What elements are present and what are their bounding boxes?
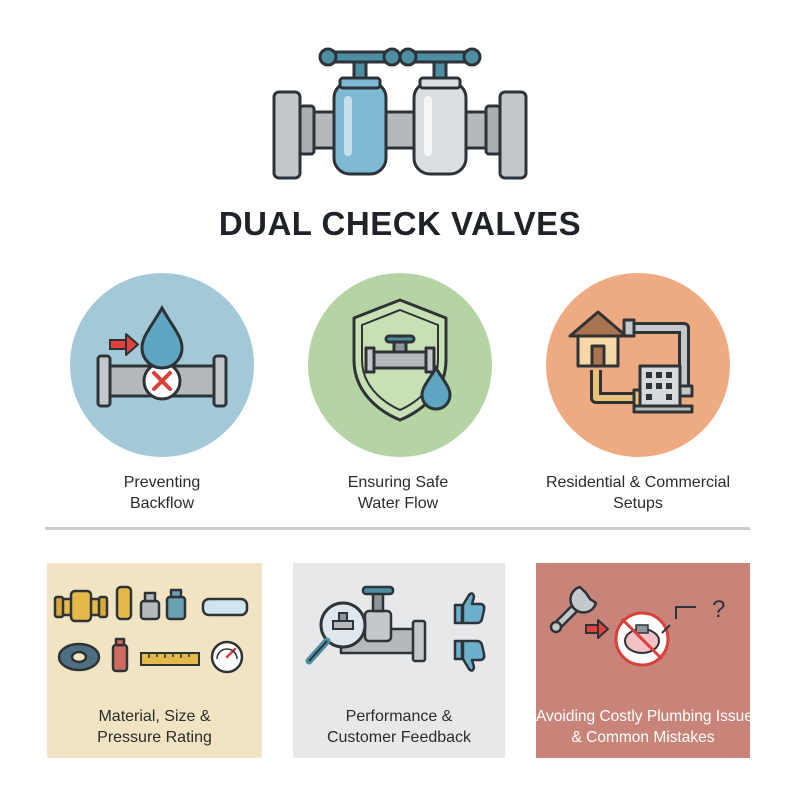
- dual-check-valve-icon: [270, 40, 530, 185]
- card-label-performance: Performance &Customer Feedback: [326, 708, 472, 746]
- card-label-material: Material, Size &Pressure Rating: [97, 708, 212, 746]
- section-divider: [45, 527, 750, 530]
- thumbs-down-icon: [453, 639, 486, 672]
- feature-backflow: [62, 270, 262, 460]
- house-icon: [568, 310, 628, 368]
- card-mistakes: ? Avoiding Costly Plumbing Issues& Commo…: [536, 563, 750, 758]
- feature-safe-flow: [300, 270, 500, 460]
- thumbs-up-icon: [453, 592, 486, 625]
- water-drop-icon: [140, 304, 184, 370]
- wrench-icon: [549, 585, 598, 634]
- page-title: DUAL CHECK VALVES: [218, 205, 582, 242]
- question-mark-icon: ?: [712, 596, 725, 623]
- backflow-arrow-icon: [109, 333, 139, 356]
- card-label-mistakes: Avoiding Costly Plumbing Issues& Common …: [536, 708, 750, 746]
- feature-residential-commercial: [538, 270, 738, 460]
- ruler-icon: [140, 652, 200, 666]
- card-performance: Performance &Customer Feedback: [293, 563, 505, 758]
- piggy-bank-icon: [614, 611, 670, 667]
- card-material: Material, Size &Pressure Rating: [47, 563, 262, 758]
- magnifier-icon: [305, 601, 367, 665]
- fittings-icon: [53, 585, 249, 674]
- water-drop-icon: [420, 365, 452, 411]
- faucet-valve-icon: [364, 334, 436, 374]
- pressure-gauge-icon: [210, 640, 244, 674]
